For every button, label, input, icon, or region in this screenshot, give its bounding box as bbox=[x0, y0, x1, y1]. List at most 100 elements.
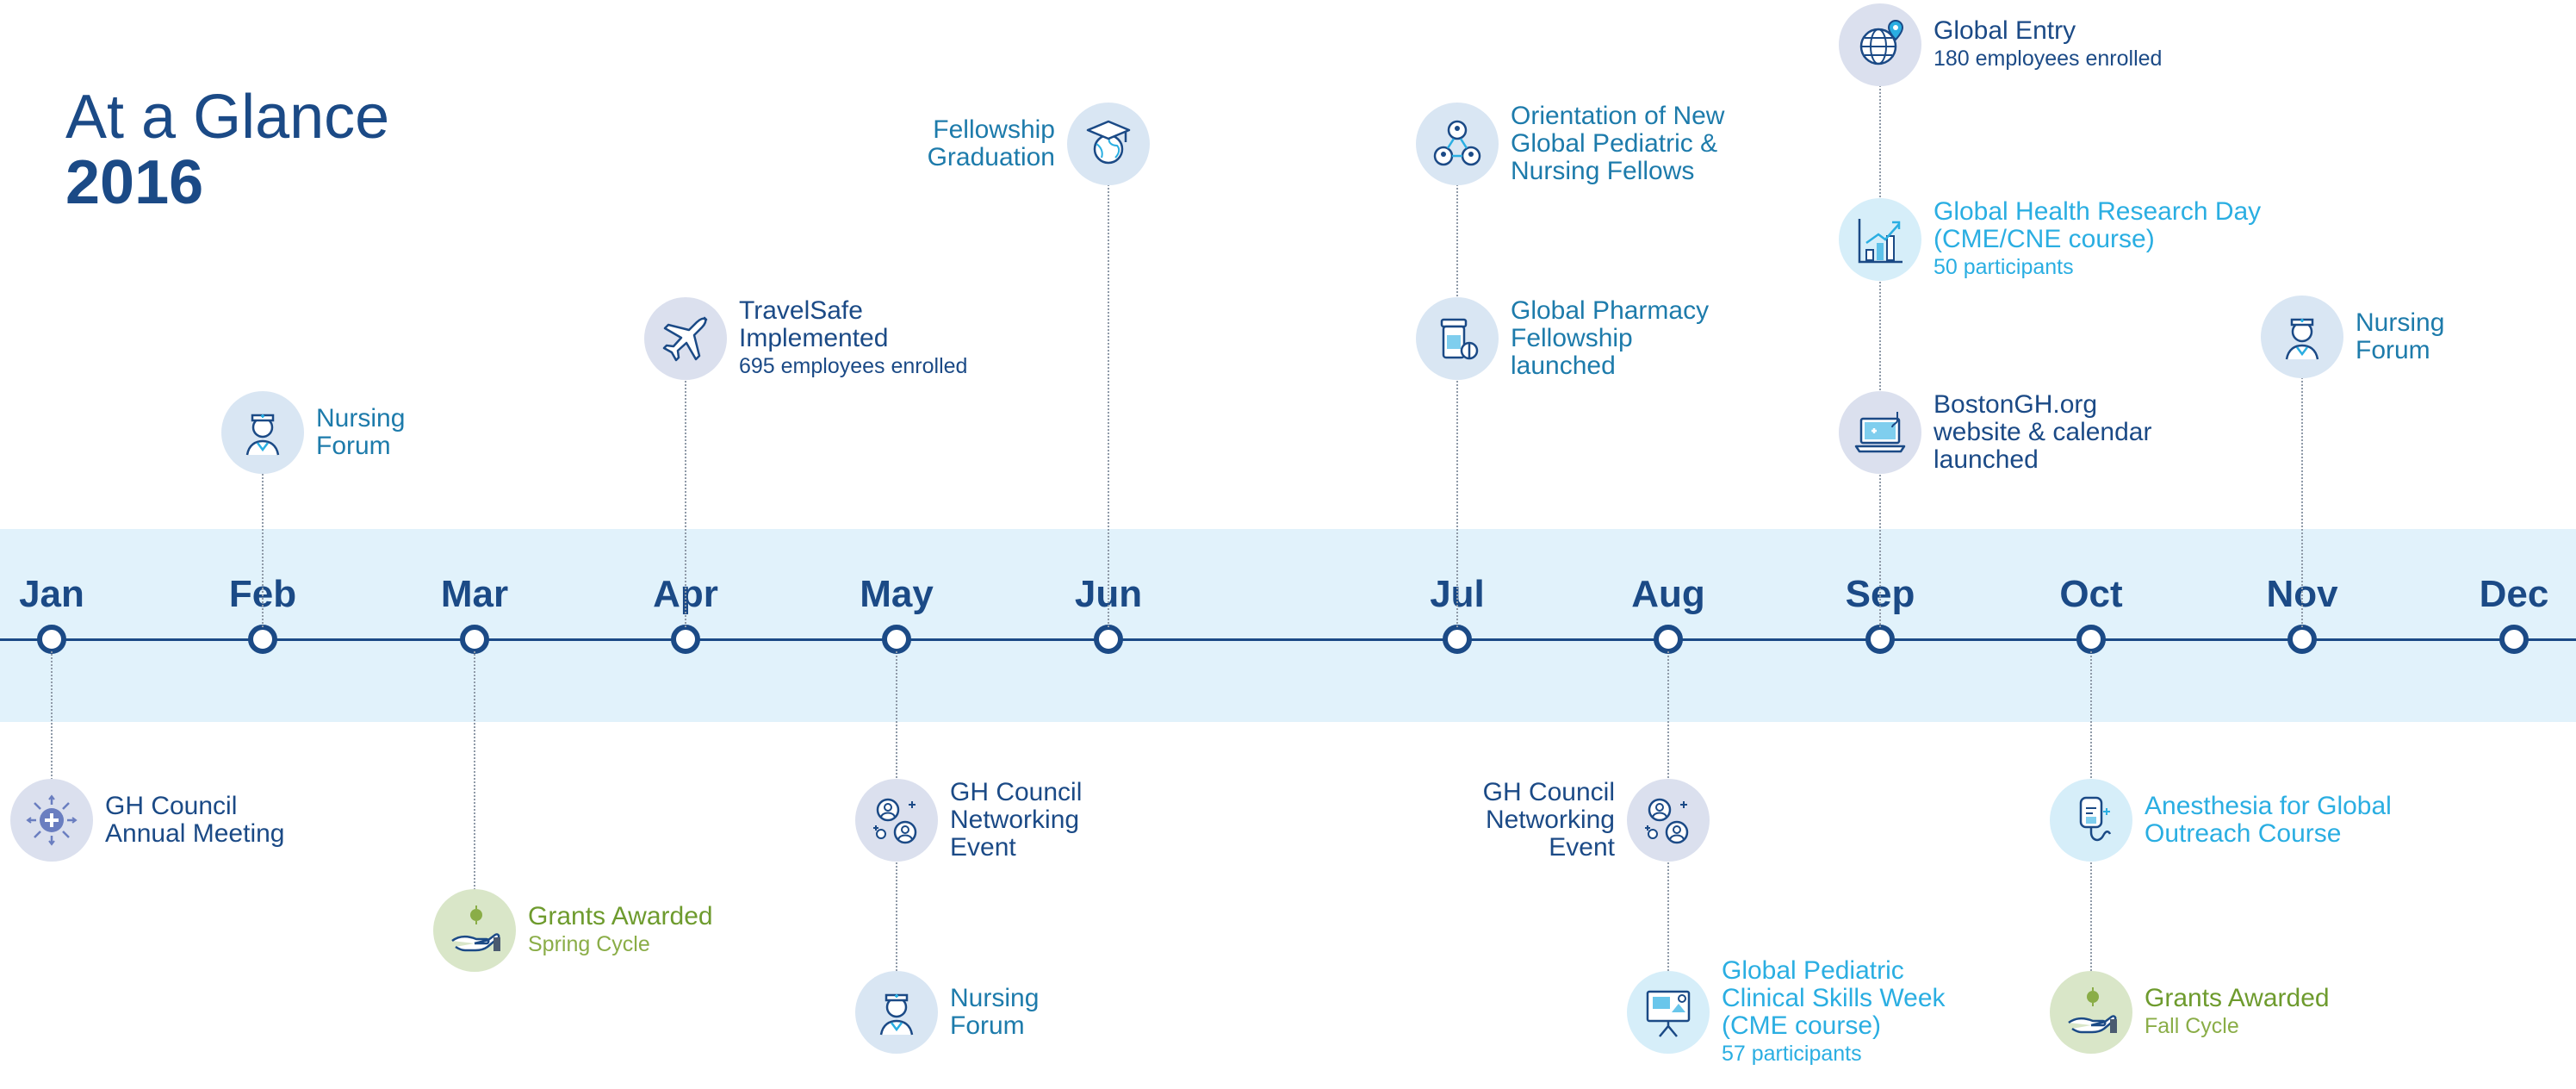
nurse-icon bbox=[221, 391, 304, 474]
timeline-band bbox=[0, 529, 2576, 722]
presentation-board-icon bbox=[1627, 971, 1710, 1054]
month-node-jun bbox=[1094, 625, 1123, 654]
month-label-aug: Aug bbox=[1631, 573, 1705, 615]
month-label-oct: Oct bbox=[2059, 573, 2123, 615]
event-title-line: Anesthesia for Global bbox=[2145, 792, 2392, 820]
connector-jan-down bbox=[51, 651, 53, 820]
event-title-line: Grants Awarded bbox=[2145, 984, 2330, 1012]
timeline-axis bbox=[0, 638, 2576, 641]
month-label-mar: Mar bbox=[440, 573, 509, 615]
event-title-line: Global Pharmacy bbox=[1511, 296, 1710, 325]
event-title-line: Annual Meeting bbox=[105, 819, 285, 848]
month-label-may: May bbox=[860, 573, 934, 615]
event-title-line: Event bbox=[950, 833, 1016, 862]
connector-jul-up bbox=[1456, 144, 1458, 627]
event-title-line: Global Pediatric & bbox=[1511, 129, 1718, 158]
month-label-dec: Dec bbox=[2479, 573, 2549, 615]
event-title-line: TravelSafe bbox=[739, 296, 863, 325]
event-title-line: (CME/CNE course) bbox=[1934, 225, 2155, 253]
event-title-line: Global Pediatric bbox=[1722, 956, 1904, 985]
month-node-nov bbox=[2287, 625, 2317, 654]
networking-icon bbox=[855, 779, 938, 862]
event-title-line: Outreach Course bbox=[2145, 819, 2342, 848]
connector-apr-up bbox=[685, 339, 686, 627]
airplane-icon bbox=[644, 297, 727, 380]
event-title-line: Global Health Research Day bbox=[1934, 197, 2262, 226]
event-title-line: Graduation bbox=[927, 143, 1055, 171]
hand-coin-icon bbox=[2050, 971, 2132, 1054]
month-node-mar bbox=[460, 625, 489, 654]
event-title-line: (CME course) bbox=[1722, 1011, 1882, 1040]
event-title-line: Forum bbox=[950, 1011, 1025, 1040]
event-title-line: launched bbox=[1934, 445, 2039, 474]
month-label-jan: Jan bbox=[19, 573, 84, 615]
connector-sep-up bbox=[1879, 45, 1881, 627]
pharmacy-icon bbox=[1416, 297, 1499, 380]
bar-chart-icon bbox=[1839, 198, 1921, 281]
event-title-line: Fellowship bbox=[933, 115, 1055, 144]
connector-feb-up bbox=[262, 432, 264, 627]
event-title-line: GH Council bbox=[1482, 778, 1615, 806]
connector-jun-up bbox=[1108, 144, 1109, 627]
event-title-line: Nursing bbox=[950, 984, 1040, 1012]
event-title-line: website & calendar bbox=[1934, 418, 2152, 446]
event-subtitle: Spring Cycle bbox=[528, 932, 650, 956]
event-title-line: Clinical Skills Week bbox=[1722, 984, 1946, 1012]
month-node-apr bbox=[671, 625, 700, 654]
month-node-dec bbox=[2499, 625, 2529, 654]
event-title-line: Forum bbox=[316, 432, 391, 460]
month-node-jan bbox=[37, 625, 66, 654]
event-title-line: Networking bbox=[950, 806, 1080, 834]
event-title-line: Implemented bbox=[739, 324, 889, 352]
month-node-feb bbox=[248, 625, 277, 654]
event-title-line: GH Council bbox=[105, 792, 238, 820]
globe-pin-icon bbox=[1839, 3, 1921, 86]
event-subtitle: 57 participants bbox=[1722, 1042, 1862, 1066]
event-title-line: Nursing Fellows bbox=[1511, 157, 1695, 185]
graduation-globe-icon bbox=[1067, 103, 1150, 185]
event-title-line: Forum bbox=[2356, 336, 2430, 364]
event-title-line: Global Entry bbox=[1934, 16, 2076, 45]
event-title-line: Nursing bbox=[2356, 308, 2445, 337]
medical-cross-icon bbox=[10, 779, 93, 862]
laptop-icon bbox=[1839, 391, 1921, 474]
month-node-oct bbox=[2076, 625, 2106, 654]
people-network-icon bbox=[1416, 103, 1499, 185]
month-node-sep bbox=[1865, 625, 1895, 654]
networking-icon bbox=[1627, 779, 1710, 862]
event-title-line: Grants Awarded bbox=[528, 902, 713, 930]
event-label: Global Health Research Day(CME/CNE cours… bbox=[1934, 198, 2261, 281]
event-subtitle: 695 employees enrolled bbox=[739, 354, 968, 378]
connector-mar-down bbox=[474, 651, 475, 930]
hand-coin-icon bbox=[433, 889, 516, 972]
event-title-line: launched bbox=[1511, 352, 1616, 380]
event-title-line: Orientation of New bbox=[1511, 102, 1725, 130]
event-title-line: Nursing bbox=[316, 404, 406, 432]
event-title-line: BostonGH.org bbox=[1934, 390, 2098, 419]
page-title: At a Glance bbox=[65, 83, 390, 152]
event-title-line: Event bbox=[1549, 833, 1615, 862]
iv-bag-icon bbox=[2050, 779, 2132, 862]
month-node-may bbox=[882, 625, 911, 654]
event-subtitle: 50 participants bbox=[1934, 255, 2074, 279]
event-title-line: GH Council bbox=[950, 778, 1083, 806]
month-node-aug bbox=[1654, 625, 1683, 654]
nurse-icon bbox=[2261, 296, 2343, 378]
event-subtitle: 180 employees enrolled bbox=[1934, 47, 2163, 71]
event-title-line: Fellowship bbox=[1511, 324, 1633, 352]
connector-nov-up bbox=[2301, 337, 2303, 627]
event-subtitle: Fall Cycle bbox=[2145, 1014, 2239, 1038]
